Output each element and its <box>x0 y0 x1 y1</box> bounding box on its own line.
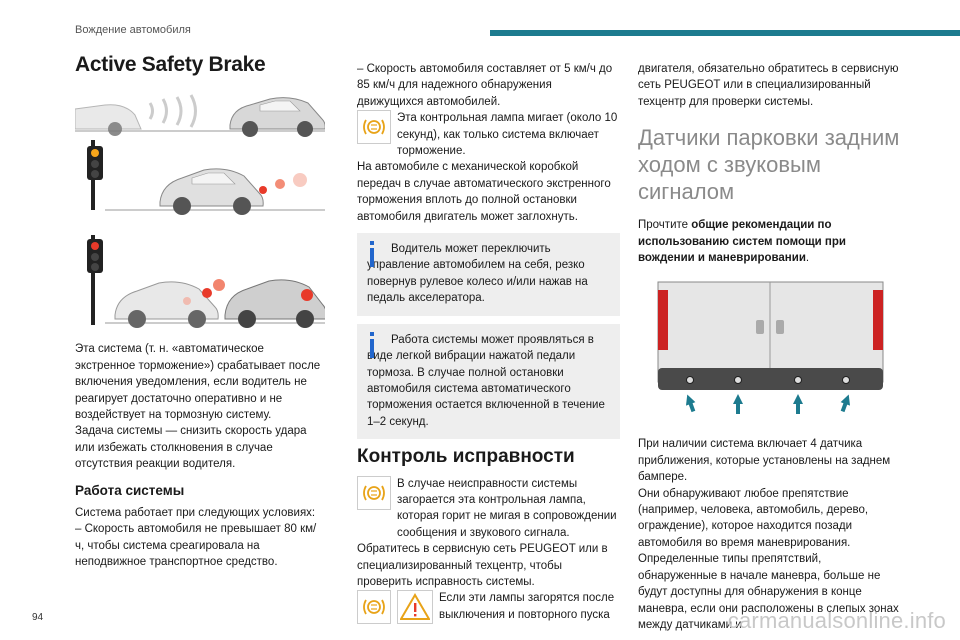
malfunction-lamp-row: В случае неисправности системы загораетс… <box>357 475 620 542</box>
info-box-1-text: Водитель может переключить управление ав… <box>367 243 588 305</box>
info-icon <box>370 241 374 268</box>
col1-paragraph-1: Эта система (т. н. «автоматическое экстр… <box>75 343 321 422</box>
col3-paragraph-4: Определенные типы препятствий, обнаружен… <box>638 553 899 631</box>
info-box-2: Работа системы может проявляться в виде … <box>357 323 620 440</box>
scene-3-icon <box>87 235 325 329</box>
info-icon <box>370 331 374 358</box>
rear-parking-sensors-illustration <box>638 280 903 420</box>
page-title: Active Safety Brake <box>75 53 266 76</box>
col2-paragraph-6: Если эти лампы загорятся после выключени… <box>439 592 615 621</box>
parking-sensor-icon <box>686 376 850 385</box>
read-suffix: . <box>805 252 810 265</box>
read-link-text: общие рекомендации по использованию сист… <box>638 219 846 265</box>
column-3: двигателя, обязательно обратитесь в серв… <box>638 61 903 633</box>
active-safety-brake-illustration <box>75 85 325 329</box>
col3-paragraph-3: Они обнаруживают любое препятствие (напр… <box>638 487 869 549</box>
restart-lamps-row: Если эти лампы загорятся после выключени… <box>357 590 620 625</box>
read-prefix: Прочтите <box>638 219 692 232</box>
info-box-1: Водитель может переключить управление ав… <box>357 233 620 316</box>
brake-warning-lamp-icon <box>357 590 391 625</box>
scene-2-icon <box>87 140 325 216</box>
col2-paragraph-5: Обратитесь в сервисную сеть PEUGEOT или … <box>357 543 608 588</box>
col3-read-notice: Прочтите общие рекомендации по использов… <box>638 217 903 266</box>
column-2: – Скорость автомобиля составляет от 5 км… <box>357 61 620 625</box>
column-1: Active Safety Brake <box>75 53 325 571</box>
heading-system-operation: Работа системы <box>75 482 185 498</box>
col3-paragraph-2: При наличии система включает 4 датчика п… <box>638 438 891 484</box>
info-box-2-text: Работа системы может проявляться в виде … <box>367 333 605 428</box>
col1-paragraph-2: Задача системы — снизить скорость удара … <box>75 425 307 471</box>
col2-paragraph-1: – Скорость автомобиля составляет от 5 км… <box>357 63 613 108</box>
col1-paragraph-3: Система работает при следующих условиях: <box>75 507 316 520</box>
heading-health-check: Контроль исправности <box>357 446 575 468</box>
header-accent-bar <box>490 30 960 36</box>
brake-warning-lamp-icon <box>357 110 391 145</box>
warning-triangle-icon <box>397 590 433 625</box>
scene-1-icon <box>75 94 325 138</box>
col2-paragraph-2: Эта контрольная лампа мигает (около 10 с… <box>397 112 618 158</box>
parking-sensor-arrow-icon <box>685 394 851 415</box>
col3-paragraph-1: двигателя, обязательно обратитесь в серв… <box>638 63 899 108</box>
col2-paragraph-4: В случае неисправности системы загораетс… <box>397 477 617 539</box>
col2-paragraph-3: На автомобиле с механической коробкой пе… <box>357 161 611 223</box>
page-number: 94 <box>32 612 44 623</box>
watermark: carmanualsonline.info <box>727 608 946 633</box>
lamp-note-row: Эта контрольная лампа мигает (около 10 с… <box>357 110 620 159</box>
brake-warning-lamp-icon <box>357 475 391 510</box>
col1-paragraph-4: – Скорость автомобиля не превышает 80 км… <box>75 523 317 569</box>
heading-rear-parking-sensors: Датчики парковки задним ходом с звуковым… <box>638 125 900 205</box>
header-section-label: Вождение автомобиля <box>75 24 191 36</box>
